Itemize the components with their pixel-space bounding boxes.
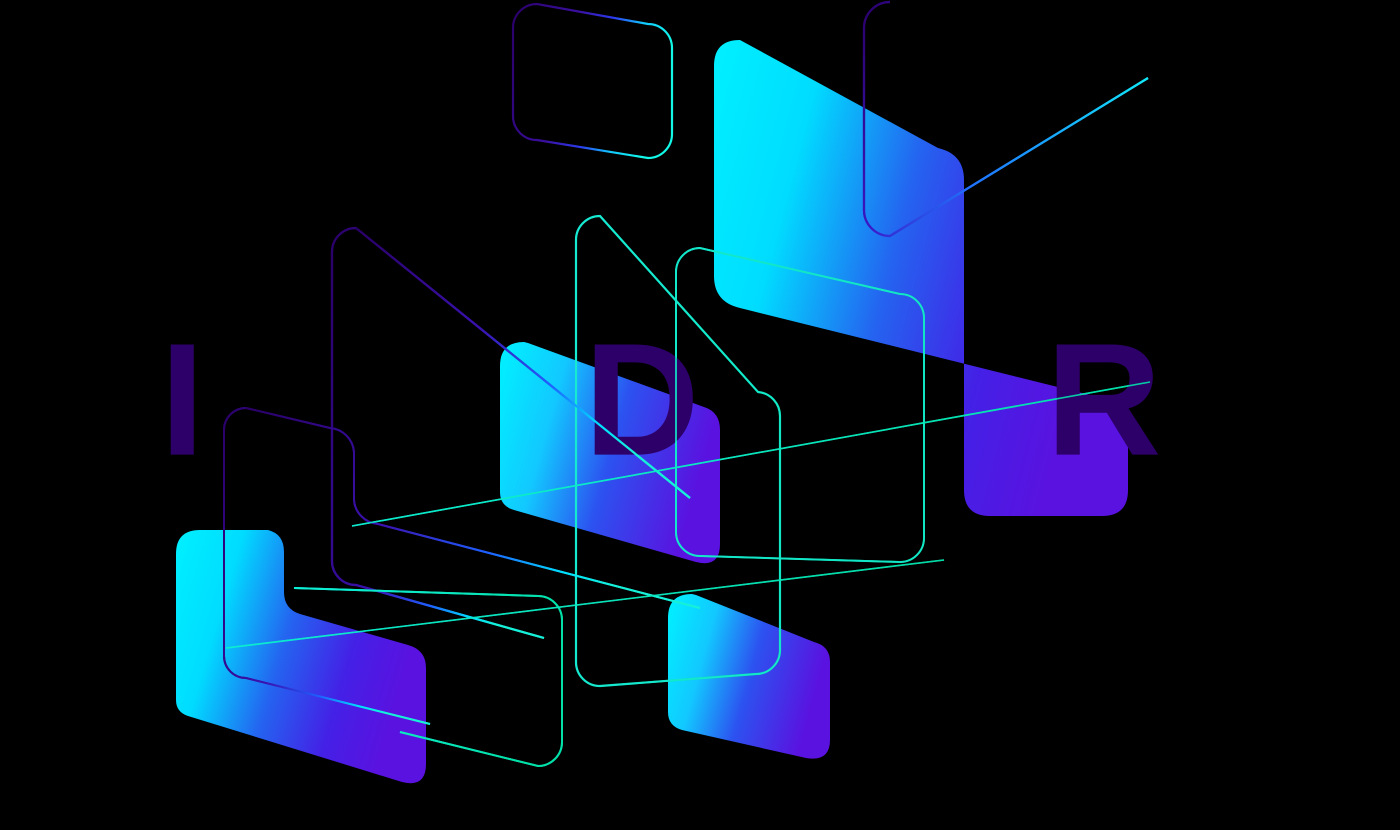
card-top-large xyxy=(714,40,1128,516)
letter-r: R xyxy=(1046,310,1160,489)
outline-top-small xyxy=(511,2,674,160)
card-bottom-right-small xyxy=(668,594,830,759)
card-bottom-left-step xyxy=(176,530,426,784)
letter-i: I xyxy=(160,310,202,489)
overlay-teal-strokes xyxy=(223,0,1151,768)
card-middle xyxy=(500,342,720,564)
letter-d: D xyxy=(584,310,698,489)
